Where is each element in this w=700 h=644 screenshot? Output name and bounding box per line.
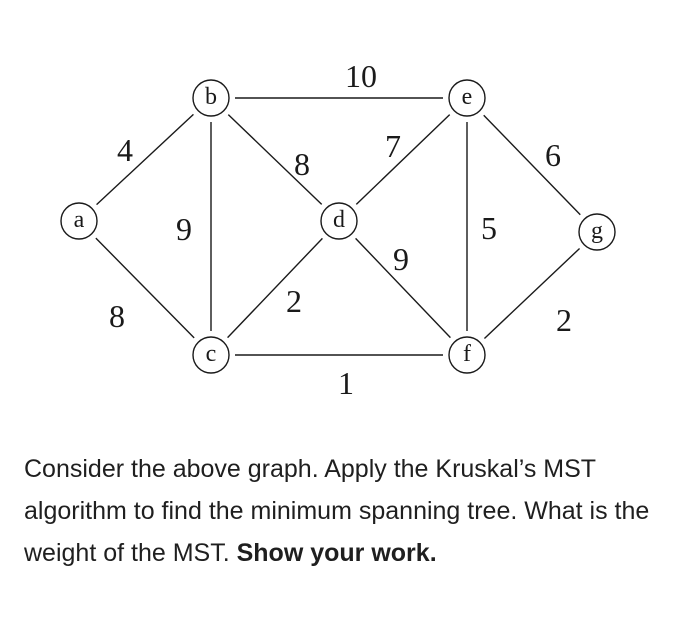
edge-f-g — [483, 247, 581, 340]
edge-weight-d-f: 9 — [393, 241, 409, 277]
node-a: a — [60, 202, 98, 240]
node-circle-a — [60, 202, 98, 240]
edge-weight-c-f: 1 — [338, 365, 354, 401]
edge-e-g — [483, 114, 581, 216]
edge-weight-a-c: 8 — [109, 298, 125, 334]
edge-weight-b-d: 8 — [294, 146, 310, 182]
edge-a-b — [96, 113, 194, 206]
question-emphasis: Show your work. — [236, 539, 437, 567]
node-label-e: e — [462, 84, 473, 110]
question-text: Consider the above graph. Apply the Krus… — [24, 448, 664, 574]
edge-d-f — [355, 237, 451, 339]
edge-a-c — [95, 237, 195, 339]
node-circle-c — [192, 336, 230, 374]
node-b: b — [192, 79, 230, 117]
node-circle-f — [448, 336, 486, 374]
graph-nodes: a b c d e f g — [60, 79, 616, 374]
edge-weight-b-c: 9 — [176, 211, 192, 247]
edge-weight-e-f: 5 — [481, 210, 497, 246]
node-f: f — [448, 336, 486, 374]
edge-weight-c-d: 2 — [286, 283, 302, 319]
edge-weight-e-g: 6 — [545, 137, 561, 173]
graph-diagram: 4 8 9 8 10 2 1 7 9 5 6 2 a b c d e f g — [60, 58, 616, 401]
node-circle-g — [578, 213, 616, 251]
node-g: g — [578, 213, 616, 251]
edge-weight-f-g: 2 — [556, 302, 572, 338]
edge-weight-b-e: 10 — [345, 58, 377, 94]
question-body: Consider the above graph. Apply the Krus… — [24, 455, 650, 567]
edge-weight-d-e: 7 — [385, 128, 401, 164]
node-c: c — [192, 336, 230, 374]
node-label-d: d — [333, 207, 345, 233]
node-circle-b — [192, 79, 230, 117]
node-label-g: g — [591, 218, 603, 244]
node-circle-e — [448, 79, 486, 117]
node-label-b: b — [205, 84, 217, 110]
node-circle-d — [320, 202, 358, 240]
node-label-a: a — [74, 207, 85, 233]
node-e: e — [448, 79, 486, 117]
edge-d-e — [355, 114, 451, 205]
node-d: d — [320, 202, 358, 240]
edge-weight-a-b: 4 — [117, 132, 133, 168]
edge-b-d — [227, 114, 323, 205]
node-label-c: c — [206, 341, 217, 367]
node-label-f: f — [463, 341, 471, 367]
graph-edge-weights: 4 8 9 8 10 2 1 7 9 5 6 2 — [109, 58, 572, 401]
edge-c-d — [227, 237, 323, 339]
graph-edges — [95, 97, 581, 356]
